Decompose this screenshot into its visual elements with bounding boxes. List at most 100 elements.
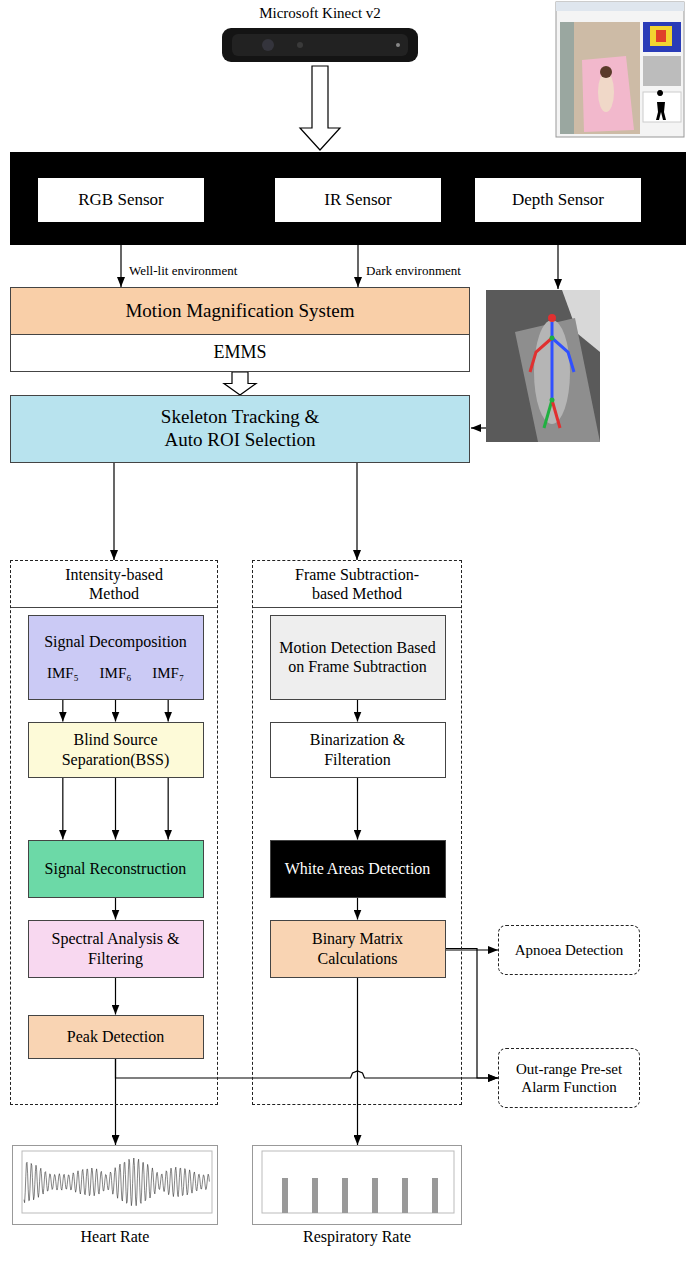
depth-body [534,320,570,424]
process-box: Signal DecompositionIMF₅IMF₆IMF₇ [28,615,204,700]
box-label: Motion Magnification System [11,288,469,334]
edge-label: Dark environment [364,263,463,279]
flow-arrow [357,222,358,287]
flow-arrow [115,778,116,840]
sensor-box: IR Sensor [275,178,441,222]
process-box: Peak Detection [28,1015,204,1059]
breath-bar [342,1178,348,1213]
plot-frame [22,1151,212,1213]
process-box: Binarization & Filteration [270,722,446,778]
skeleton-arm [552,338,574,372]
chart-box: Heart Rate [12,1145,218,1225]
photo-wall [560,22,574,134]
flow-arrow [356,463,357,560]
depth-thumb [643,22,681,52]
window-bar [556,2,684,11]
hollow-arrow [300,66,340,150]
box-label: Out-range Pre-set Alarm Function [507,1060,631,1096]
flow-arrow [113,463,114,560]
skeleton-leg [552,400,560,428]
mask-silhouette [656,90,666,120]
depth-bed [515,318,600,442]
flow-arrow [115,978,116,1015]
process-box: Skeleton Tracking & Auto ROI Selection [10,395,470,463]
sensor-box: Depth Sensor [475,178,641,222]
flow-arrow [116,1059,499,1079]
flow-arrow [120,222,121,287]
kinect-sensor [222,28,418,62]
kinect-emitter [297,42,303,48]
flow-arrow [62,778,63,840]
output-box: Out-range Pre-set Alarm Function [498,1048,640,1108]
signal-name: IMF₅ [37,664,90,682]
skeleton-leg [544,400,552,428]
method-group: Frame Subtraction-based MethodMotion Det… [252,560,462,1105]
box-label: Blind Source Separation(BSS) [37,730,195,768]
edge-label: Well-lit environment [127,263,239,279]
box-label: Apnoea Detection [515,941,624,959]
process-box: Blind Source Separation(BSS) [28,722,204,778]
software-screenshot [556,2,684,137]
flow-arrow [357,978,358,1146]
box-label: Depth Sensor [512,190,604,210]
breath-bar [432,1178,438,1213]
kinect-lens [262,39,274,51]
group-heading: Frame Subtraction-based Method [253,561,461,608]
kinect-body [222,28,418,62]
flow-arrow [357,778,358,840]
ir-thumb [643,56,681,86]
flow-arrow [357,898,358,920]
photo-doll-head [600,66,612,78]
breath-bar [312,1178,318,1213]
flow-arrow [115,700,116,722]
sensor-box: RGB Sensor [38,178,204,222]
kinect-led [396,43,400,47]
process-box: Binary Matrix Calculations [270,920,446,978]
process-box: Motion Magnification SystemEMMS [10,287,470,372]
depth-to-skeleton-arrow [471,427,486,428]
depth-arrow [557,245,558,289]
flow-arrow [115,898,116,920]
flow-arrow [168,700,169,722]
depth-image [486,290,600,442]
hollow-arrow [224,372,256,395]
method-group: Intensity-based MethodSignal Decompositi… [10,560,218,1105]
depth-ground [486,290,600,442]
process-box: Spectral Analysis & Filtering [28,920,204,978]
box-label: Binary Matrix Calculations [279,929,437,967]
signal-name: IMF₆ [89,664,142,682]
skeleton-joint [550,398,555,403]
skeleton-head [548,314,556,322]
box-label: White Areas Detection [285,859,431,878]
flow-arrow [168,778,169,840]
box-label: Signal Decomposition [37,632,195,651]
box-label: Spectral Analysis & Filtering [37,929,195,967]
process-box: Motion Detection Based on Frame Subtract… [270,615,446,700]
box-label: Peak Detection [67,1027,164,1046]
breath-bar [282,1178,288,1213]
chart-box: Respiratory Rate [252,1145,462,1225]
skeleton-arm [530,338,552,372]
sensor-band [10,152,686,245]
flow-arrow [446,949,499,950]
box-label: RGB Sensor [78,190,163,210]
device-label: Microsoft Kinect v2 [222,4,418,22]
respiratory-rate-plot [262,1151,454,1213]
process-box: White Areas Detection [270,840,446,898]
group-heading: Intensity-based Method [11,561,217,608]
process-box: Signal Reconstruction [28,840,204,898]
skeleton-joint [550,336,555,341]
signal-name: IMF₇ [142,664,195,682]
box-label: IR Sensor [324,190,392,210]
box-label: Signal Reconstruction [45,859,187,878]
photo-bed [582,56,634,132]
depth-thumb-warm [650,26,672,46]
chart-title: Heart Rate [13,1227,217,1246]
skeleton-spine [551,322,554,400]
flow-arrow [446,949,499,1079]
heart-rate-plot [22,1151,212,1213]
breath-bar [372,1178,378,1213]
window-frame [556,2,684,137]
photo [560,22,640,134]
flow-arrow [357,700,358,722]
